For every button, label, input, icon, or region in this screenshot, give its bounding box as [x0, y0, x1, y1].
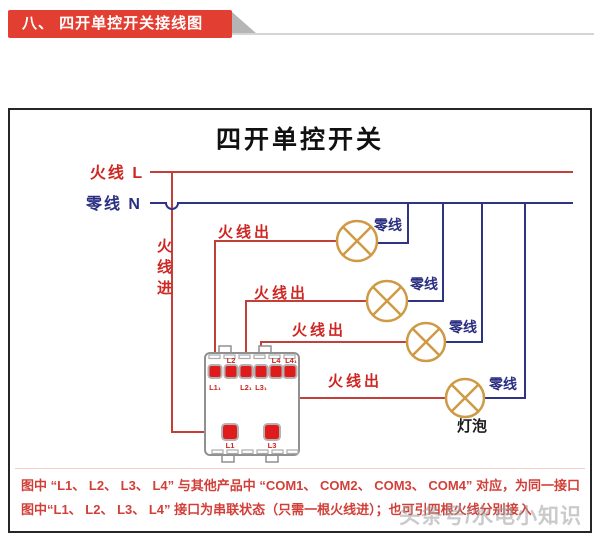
neutral-label-2: 零线	[409, 276, 438, 292]
label-l2: L2	[227, 356, 236, 365]
ribbon-underline	[232, 33, 594, 35]
switch-terminal-labels: L2 L4 L4₁ L1₁ L2₁ L3₁ L1 L3	[209, 356, 297, 450]
label-l1: L1	[226, 441, 235, 450]
footer-note: 图中 “L1、 L2、 L3、 L4” 与其他产品中 “COM1、 COM2、 …	[15, 468, 585, 522]
label-l4-1: L4₁	[285, 356, 297, 365]
switch-box: L2 L4 L4₁ L1₁ L2₁ L3₁ L1 L3	[204, 345, 300, 463]
live-out-label-1: 火线出	[218, 223, 272, 241]
lamp-4-icon	[444, 377, 486, 419]
footer-line-2: 图中“L1、 L2、 L3、 L4” 接口为串联状态（只需一根火线进）；也可引四…	[21, 502, 532, 518]
neutral-wire-2	[407, 204, 444, 302]
lamp-2-icon	[365, 279, 409, 323]
neutral-label-3: 零线	[448, 319, 477, 335]
live-in-label: 火线进	[155, 238, 172, 301]
bulb-label: 灯泡	[457, 417, 487, 435]
footer-line-1: 图中 “L1、 L2、 L3、 L4” 与其他产品中 “COM1、 COM2、 …	[21, 478, 581, 493]
label-l3: L3	[268, 441, 277, 450]
section-ribbon: 八、 四开单控开关接线图	[8, 10, 232, 38]
neutral-wire-4	[484, 204, 526, 399]
terminal-l1	[221, 423, 239, 441]
switch-terminals-top	[207, 364, 298, 379]
neutral-bus-label: 零线 N	[85, 194, 142, 213]
label-l4: L4	[272, 356, 282, 365]
terminal-l2	[223, 364, 239, 379]
terminal-l2-1	[238, 364, 254, 379]
lamp-1-icon	[335, 219, 379, 263]
diagram-frame: L2 L4 L4₁ L1₁ L2₁ L3₁ L1 L3 火线 L 零线 N 火线…	[8, 108, 592, 533]
wire-labels: 火线 L 零线 N 火线出 火线出 火线出 火线出 零线 零线 零线 零线 灯泡	[85, 163, 517, 435]
live-bus-label: 火线 L	[90, 163, 144, 182]
lamps	[335, 219, 486, 419]
bottom-slots	[211, 449, 299, 455]
wiring-schematic: L2 L4 L4₁ L1₁ L2₁ L3₁ L1 L3 火线 L 零线 N 火线…	[85, 163, 573, 463]
live-out-wire-1	[214, 240, 338, 368]
live-out-wire-2	[245, 300, 368, 368]
terminal-l4-1	[282, 364, 298, 379]
live-out-label-4: 火线出	[328, 372, 382, 390]
diagram-title: 四开单控开关	[215, 126, 384, 154]
ribbon-fold-icon	[232, 12, 257, 34]
top-slots	[208, 354, 296, 360]
neutral-label-4: 零线	[488, 376, 517, 392]
section-title: 八、 四开单控开关接线图	[22, 15, 204, 32]
label-l3-1: L3₁	[255, 383, 267, 392]
neutral-wire-1	[377, 204, 409, 244]
terminal-l3-1	[253, 364, 269, 379]
live-out-label-3: 火线出	[292, 321, 346, 339]
terminal-l3	[263, 423, 281, 441]
neutral-wires	[150, 202, 573, 399]
terminal-l4	[268, 364, 284, 379]
watermark: 头条号/水电小知识	[399, 505, 582, 528]
neutral-bus-wire	[150, 202, 573, 210]
label-l2-1: L2₁	[240, 383, 252, 392]
live-out-label-2: 火线出	[254, 284, 308, 302]
neutral-label-1: 零线	[373, 217, 402, 233]
terminal-l1-1	[207, 364, 223, 379]
neutral-wire-3	[445, 204, 483, 343]
label-l1-1: L1₁	[209, 383, 221, 392]
switch-terminals-bottom	[221, 423, 281, 441]
lamp-3-icon	[405, 321, 447, 363]
